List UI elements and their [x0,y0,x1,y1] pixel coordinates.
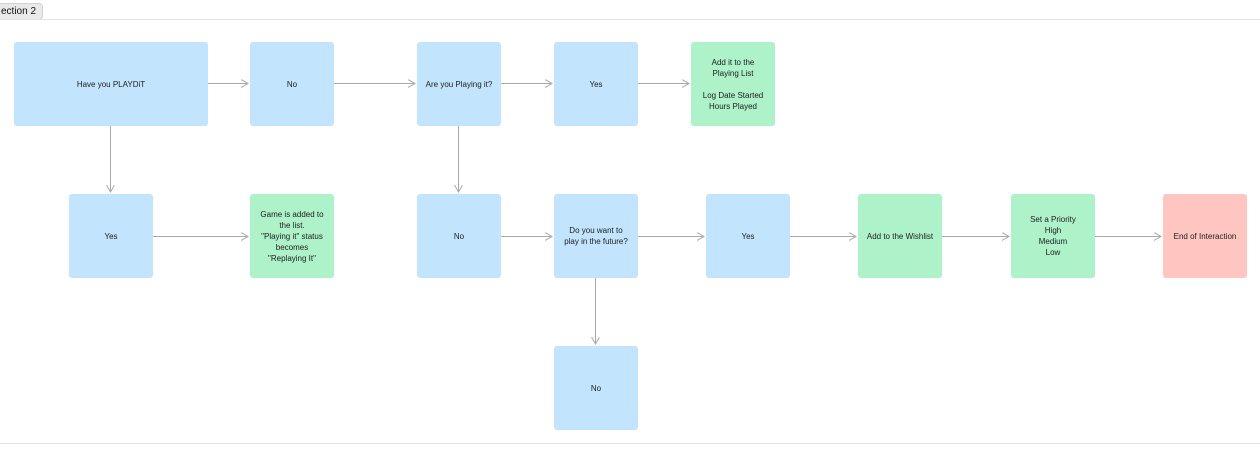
node-yes-2[interactable]: Yes [69,194,153,278]
node-are-you-playing[interactable]: Are you Playing it? [417,42,501,126]
node-no-1[interactable]: No [250,42,334,126]
node-set-priority[interactable]: Set a Priority High Medium Low [1011,194,1095,278]
node-play-in-future[interactable]: Do you want to play in the future? [554,194,638,278]
node-yes-3[interactable]: Yes [706,194,790,278]
section-bottom-border [0,443,1260,444]
node-no-3[interactable]: No [554,346,638,430]
node-add-to-wishlist[interactable]: Add to the Wishlist [858,194,942,278]
node-end-of-interaction[interactable]: End of Interaction [1163,194,1247,278]
node-have-you-playdit[interactable]: Have you PLAYDiT [14,42,208,126]
node-add-to-playing-list[interactable]: Add it to the Playing List Log Date Star… [691,42,775,126]
node-game-added[interactable]: Game is added to the list. "Playing it" … [250,194,334,278]
section-top-border [0,19,1260,20]
node-yes-1[interactable]: Yes [554,42,638,126]
node-no-2[interactable]: No [417,194,501,278]
